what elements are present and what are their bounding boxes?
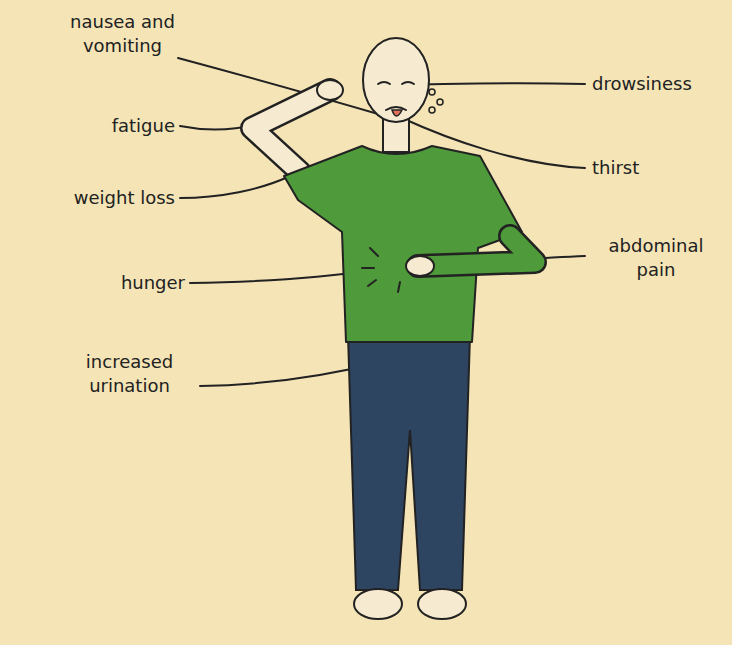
shoe [418,589,466,619]
pain-marks [362,248,400,292]
symptom-label: fatigue [35,114,175,138]
shirt [284,146,522,342]
hand [317,80,343,100]
arm [418,236,535,266]
face [378,82,414,110]
arm [252,90,330,172]
symptom-label: hunger [40,271,185,295]
arm [252,90,330,172]
symptom-label: abdominal pain [588,234,724,282]
shoe [354,589,402,619]
tongue [392,110,402,116]
symptom-label: thirst [592,156,728,180]
hand [406,256,434,276]
symptom-label: drowsiness [592,72,728,96]
sweat-drops [429,89,443,113]
leader-line [180,176,290,198]
head [363,38,429,122]
symptom-label: nausea and vomiting [40,10,205,58]
symptom-label: increased urination [62,350,197,398]
pants [348,335,470,590]
arm [418,236,535,266]
symptom-label: weight loss [15,186,175,210]
